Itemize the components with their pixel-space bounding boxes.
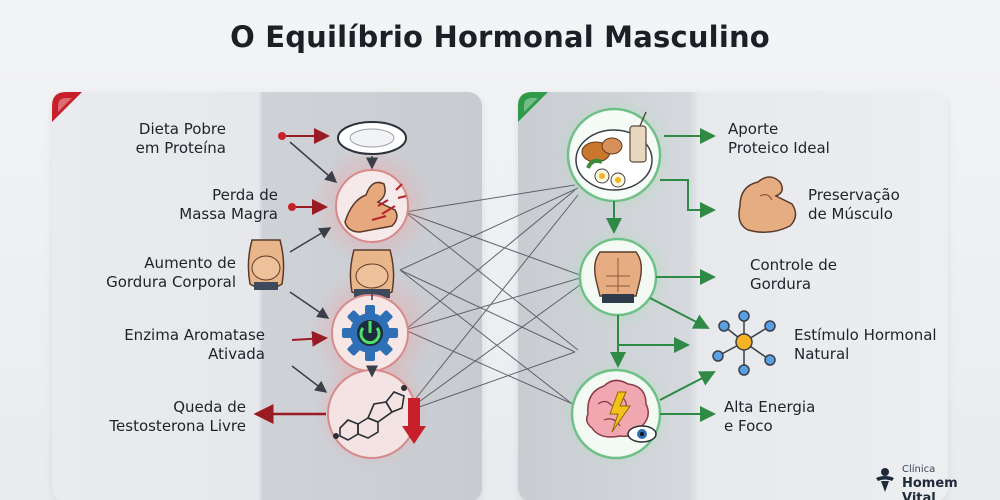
belly-icon xyxy=(247,239,285,290)
flexed-arm-icon xyxy=(738,176,797,233)
right-flow-arrows xyxy=(606,128,716,422)
negative-corner-tag xyxy=(52,92,82,122)
plate-icon xyxy=(337,121,407,155)
brain-energy-icon xyxy=(570,368,662,460)
hormone-network-icon xyxy=(712,310,776,376)
crossing-connectors xyxy=(399,184,581,413)
positive-corner-tag xyxy=(518,92,548,122)
belly-flow-icon xyxy=(349,249,395,298)
left-flow-arrows xyxy=(253,128,378,424)
steroid-molecule-icon xyxy=(327,369,426,459)
food-plate-icon xyxy=(566,107,662,203)
brand-line-1: Clínica xyxy=(902,464,936,475)
broken-arm-icon xyxy=(335,169,409,243)
brand-line-2: Homem Vital xyxy=(902,476,958,500)
aromatase-gear-icon xyxy=(331,294,409,372)
page-title: O Equilíbrio Hormonal Masculino xyxy=(230,20,770,54)
fit-torso-icon xyxy=(578,237,658,317)
clinic-brand: Clínica Homem Vital xyxy=(872,464,992,500)
clinic-logo-icon xyxy=(876,468,894,492)
